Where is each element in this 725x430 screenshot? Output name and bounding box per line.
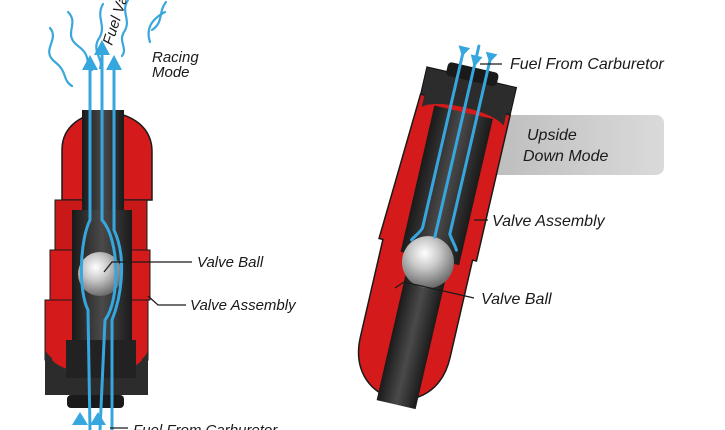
- fuel-vapor-wisps: [48, 0, 168, 88]
- right-valve-assembly-label: Valve Assembly: [492, 213, 606, 230]
- racing-mode-label-line2: Mode: [152, 64, 190, 81]
- right-valve-upside-down-mode: Upside Down Mode: [357, 44, 664, 410]
- right-valve-ball: [401, 236, 454, 289]
- fuel-vapor-label: Fuel Vapor: [100, 0, 139, 47]
- right-down-arrow-icons: [458, 45, 498, 68]
- racing-mode-label-line1: Racing: [152, 49, 199, 66]
- left-valve-racing-mode: Fuel Vapor Valve Ball: [44, 0, 297, 430]
- left-up-arrow-icons: [72, 40, 122, 425]
- right-fuel-from-carburetor-label: Fuel From Carburetor: [510, 56, 664, 73]
- left-valve-ball-label: Valve Ball: [197, 254, 264, 271]
- left-fuel-flow-lines: [80, 50, 124, 430]
- upside-down-mode-badge: [460, 115, 664, 175]
- upside-down-mode-line1: Upside: [527, 127, 577, 144]
- right-valve-ball-label: Valve Ball: [481, 291, 552, 308]
- upside-down-mode-line2: Down Mode: [523, 148, 608, 165]
- left-valve-assembly-label: Valve Assembly: [190, 297, 297, 314]
- left-valve-inlet-fitting: [67, 395, 124, 408]
- right-fuel-flow-lines: [410, 44, 492, 252]
- left-fuel-from-carburetor-label: Fuel From Carburetor: [133, 422, 278, 430]
